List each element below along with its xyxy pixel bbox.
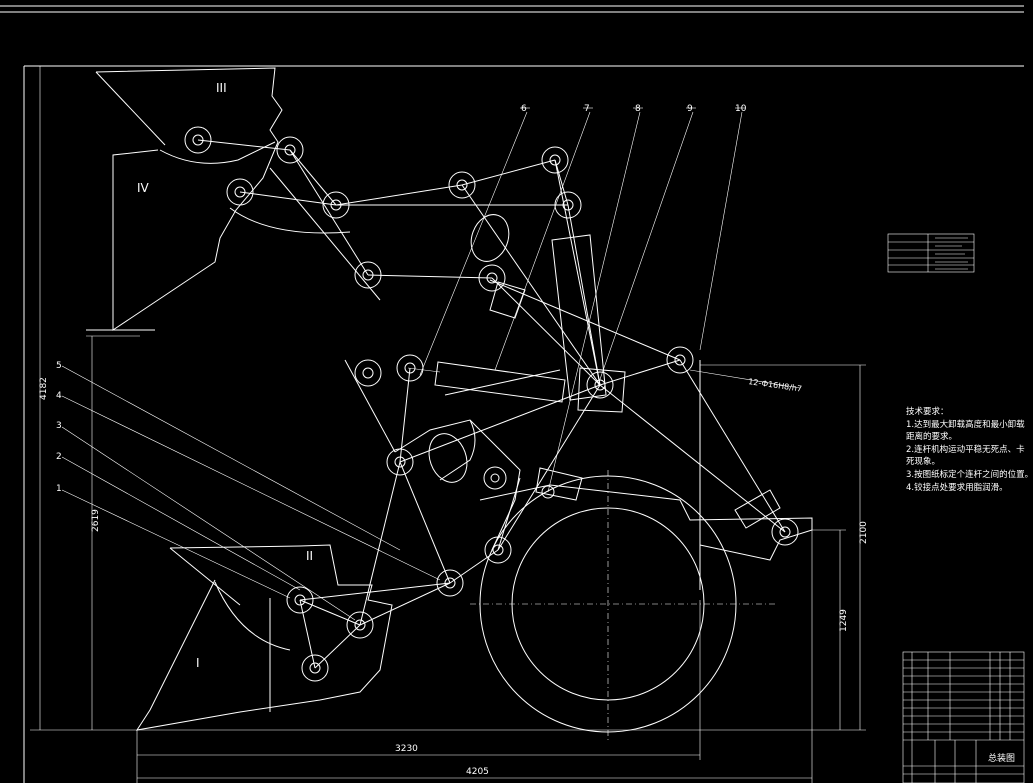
requirement-line: 死现象。 xyxy=(906,457,941,468)
technical-requirements: 技术要求： 1.达到最大卸载高度和最小卸载 距离的要求。 2.连杆机构运动平稳无… xyxy=(906,406,1033,494)
technical-requirements-title: 技术要求： xyxy=(906,407,949,417)
pin xyxy=(484,536,512,564)
pin xyxy=(448,171,476,199)
callout-8: 8 xyxy=(635,104,641,114)
cylinder-fit-note: 12-Ф16H8/h7 xyxy=(748,377,803,393)
callout-4: 4 xyxy=(56,391,62,401)
dimension-overall-height: 4182 xyxy=(39,377,49,400)
callout-2: 2 xyxy=(56,452,62,462)
position-legend-table xyxy=(887,233,975,273)
callout-10: 10 xyxy=(735,104,747,114)
dimension-wheelbase: 3230 xyxy=(395,744,418,754)
hydraulic-cylinders xyxy=(407,214,781,529)
pin xyxy=(541,485,555,499)
callout-6: 6 xyxy=(521,104,527,114)
pin xyxy=(554,191,582,219)
callout-7: 7 xyxy=(584,104,590,114)
region-label-iii: III xyxy=(216,81,227,95)
dimension-left-height: 2619 xyxy=(91,509,101,532)
pin xyxy=(354,359,382,387)
region-label-ii: II xyxy=(306,549,313,563)
pin xyxy=(478,264,506,292)
dimension-right-height: 2100 xyxy=(859,521,869,544)
callout-5: 5 xyxy=(56,361,62,371)
front-wheel xyxy=(470,470,775,740)
pin xyxy=(276,136,304,164)
callout-9: 9 xyxy=(687,104,693,114)
pin xyxy=(541,146,569,174)
pin xyxy=(301,654,329,682)
pin xyxy=(483,466,507,490)
dimension-overall-length: 4205 xyxy=(466,767,489,777)
callout-leaders xyxy=(61,107,801,621)
pin xyxy=(354,261,382,289)
pin xyxy=(184,126,212,154)
pin xyxy=(226,178,254,206)
dimension-lines xyxy=(30,66,866,783)
callout-1: 1 xyxy=(56,484,62,494)
requirement-line: 2.连杆机构运动平稳无死点、卡 xyxy=(906,444,1025,455)
pivot-pins xyxy=(184,126,799,682)
pin xyxy=(386,448,414,476)
lowered-linkage xyxy=(299,367,601,669)
requirement-line: 3.按图纸标定个连杆之间的位置。 xyxy=(906,469,1033,480)
bucket-raised-position xyxy=(86,67,351,331)
sheet-border xyxy=(0,5,1024,783)
raised-linkage xyxy=(197,139,786,533)
bucket-lowered-position xyxy=(135,544,393,731)
parts-list-and-title-block xyxy=(902,651,1025,783)
region-label-i: I xyxy=(196,656,200,670)
requirement-line: 4.铰接点处要求用脂润滑。 xyxy=(906,482,1008,493)
requirement-line: 1.达到最大卸载高度和最小卸载 xyxy=(906,419,1025,430)
pin xyxy=(666,346,694,374)
callout-3: 3 xyxy=(56,421,62,431)
pin xyxy=(286,586,314,614)
drawing-title: 总装图 xyxy=(988,752,1015,764)
dimension-wheel-height: 1249 xyxy=(839,609,849,632)
pin xyxy=(771,518,799,546)
pin xyxy=(322,191,350,219)
region-label-iv: IV xyxy=(137,181,150,195)
requirement-line: 距离的要求。 xyxy=(906,432,958,443)
pin xyxy=(346,611,374,639)
pin xyxy=(436,569,464,597)
